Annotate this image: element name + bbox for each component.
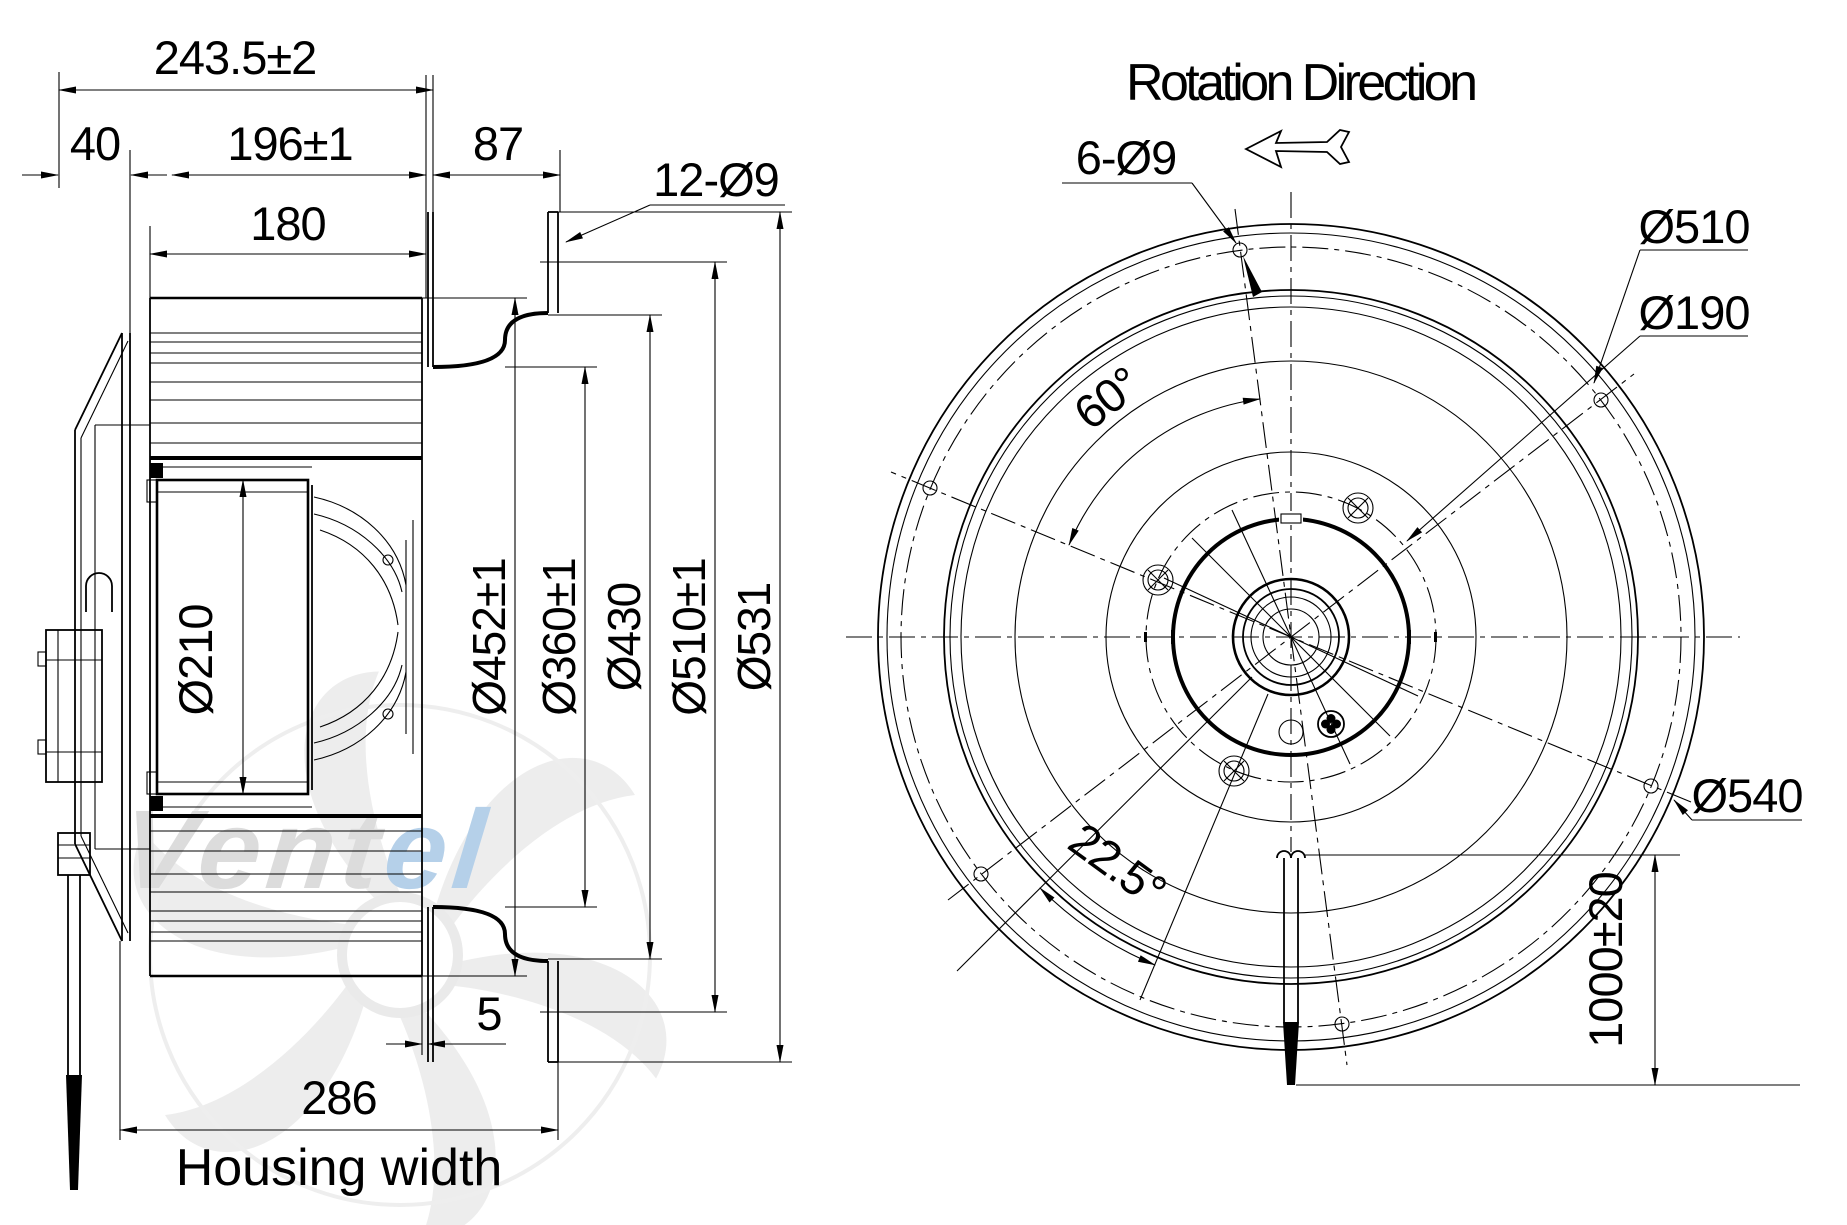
inlet-panel-flange [425, 75, 570, 1063]
watermark-logo: Ventel [116, 671, 667, 1225]
side-view: 243.5±2 40 196±1 87 180 12-Ø9 Ø210 Ø452±… [22, 31, 792, 1197]
dim-overall-depth: 243.5±2 [154, 31, 317, 84]
dim-impeller-diameter: Ø452±1 [463, 558, 515, 715]
dim-housing-depth: 196±1 [227, 117, 352, 170]
dim-bolt-circle-side: Ø510±1 [663, 558, 715, 715]
dim-mount-holes: 6-Ø9 [1076, 131, 1177, 184]
dim-cable-angle: 22.5° [1060, 812, 1176, 917]
front-view: 60° 22.5° Rotation Direction 6-Ø9 Ø510 [846, 54, 1803, 1086]
front-dimensions: Rotation Direction 6-Ø9 Ø510 Ø190 Ø540 1… [1062, 54, 1803, 1086]
dim-bracket-depth: 40 [70, 117, 120, 170]
mount-holes [922, 242, 1659, 1032]
impeller-blades-top [150, 296, 422, 460]
dim-flange-holes: 12-Ø9 [653, 153, 779, 206]
rotor-fins [311, 485, 414, 790]
hub [1142, 492, 1437, 787]
back-plate [74, 150, 150, 942]
motor [146, 463, 310, 811]
rotation-caption: Rotation Direction [1126, 54, 1478, 112]
rotation-direction-arrow-icon [1244, 129, 1351, 169]
dim-hub-circle: Ø190 [1639, 286, 1750, 339]
clover-screw [1317, 710, 1345, 738]
power-cable-side [66, 875, 82, 1190]
watermark-text: Ventel [116, 786, 497, 912]
dim-outer-diameter: Ø540 [1692, 769, 1803, 822]
power-cable-front [1276, 850, 1306, 1085]
terminal-box [37, 629, 103, 876]
dim-inlet-diameter: Ø360±1 [533, 558, 585, 715]
side-dimensions: 243.5±2 40 196±1 87 180 12-Ø9 Ø210 Ø452±… [22, 31, 785, 1197]
dim-impeller-width: 180 [250, 197, 325, 250]
watermark-blue: el [379, 786, 498, 912]
impeller-blades-bottom [150, 814, 422, 978]
dim-cable-length: 1000±20 [1579, 872, 1632, 1048]
dim-motor-diameter: Ø210 [169, 605, 222, 716]
dim-inlet-depth: 87 [473, 117, 523, 170]
hub-screws [1142, 492, 1374, 787]
extension-lines [58, 72, 792, 1140]
dim-hole-angle: 60° [1064, 356, 1150, 439]
dim-bolt-circle-front: Ø510 [1639, 200, 1750, 253]
dim-cone-diameter: Ø430 [598, 583, 650, 692]
dim-flange-od: Ø531 [728, 583, 780, 692]
dim-housing-width: 286 [301, 1071, 376, 1124]
dim-gap: 5 [476, 987, 501, 1040]
housing-width-caption: Housing width [176, 1139, 503, 1197]
